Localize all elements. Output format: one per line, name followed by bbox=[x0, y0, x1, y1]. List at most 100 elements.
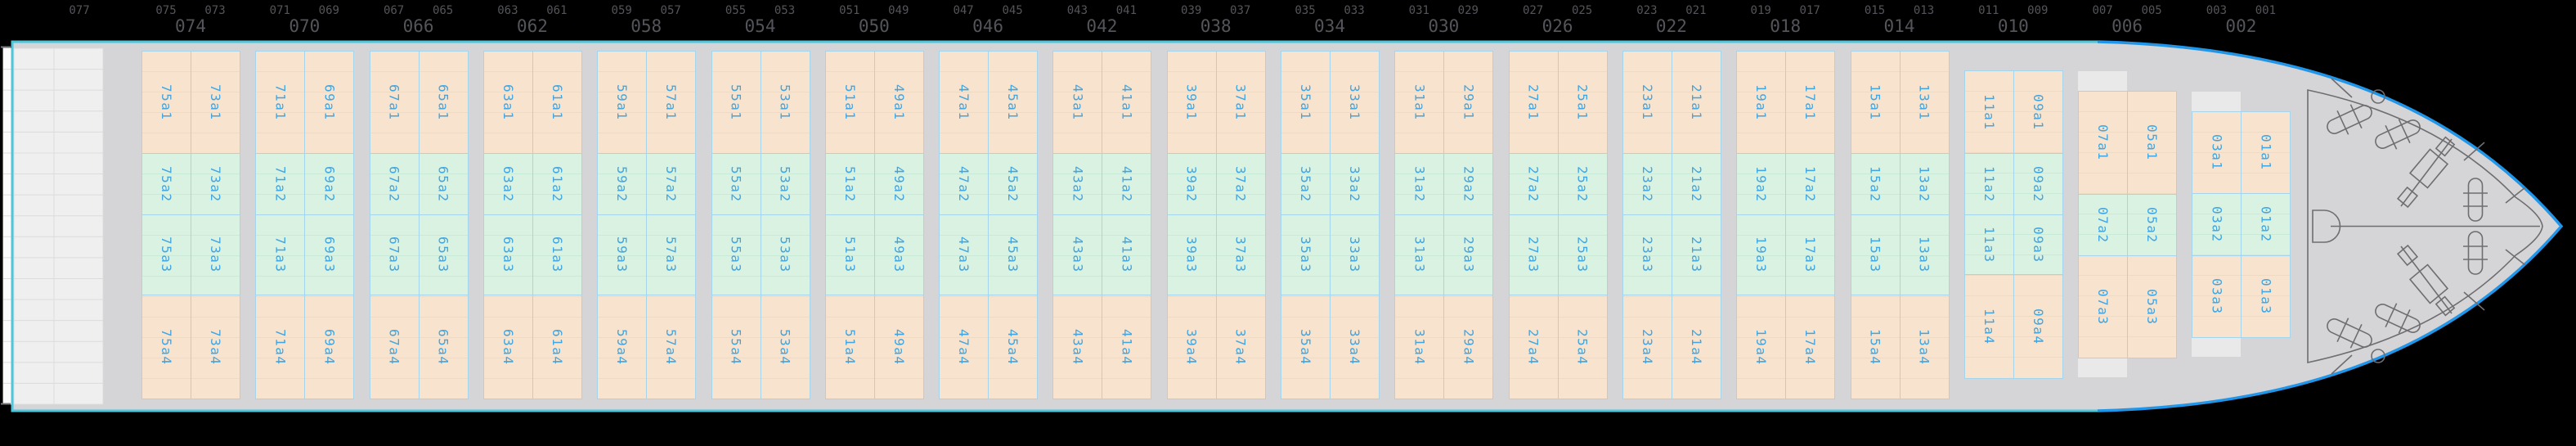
slot-69a4[interactable]: 69a4 bbox=[304, 295, 355, 399]
slot-47a1[interactable]: 47a1 bbox=[939, 51, 990, 154]
slot-71a3[interactable]: 71a3 bbox=[255, 214, 306, 295]
slot-57a2[interactable]: 57a2 bbox=[646, 153, 697, 215]
slot-11a4[interactable]: 11a4 bbox=[1963, 274, 2014, 379]
slot-23a3[interactable]: 23a3 bbox=[1622, 214, 1672, 295]
slot-37a2[interactable]: 37a2 bbox=[1215, 153, 1266, 215]
slot-53a4[interactable]: 53a4 bbox=[760, 295, 810, 399]
slot-69a1[interactable]: 69a1 bbox=[304, 51, 355, 154]
slot-35a3[interactable]: 35a3 bbox=[1281, 214, 1331, 295]
slot-21a2[interactable]: 21a2 bbox=[1671, 153, 1721, 215]
slot-05a2[interactable]: 05a2 bbox=[2127, 194, 2178, 256]
slot-51a2[interactable]: 51a2 bbox=[824, 153, 875, 215]
slot-27a3[interactable]: 27a3 bbox=[1508, 214, 1559, 295]
slot-35a2[interactable]: 35a2 bbox=[1281, 153, 1331, 215]
slot-25a3[interactable]: 25a3 bbox=[1557, 214, 1608, 295]
slot-71a1[interactable]: 71a1 bbox=[255, 51, 306, 154]
slot-21a4[interactable]: 21a4 bbox=[1671, 295, 1721, 399]
slot-41a4[interactable]: 41a4 bbox=[1102, 295, 1152, 399]
slot-31a4[interactable]: 31a4 bbox=[1394, 295, 1445, 399]
slot-65a4[interactable]: 65a4 bbox=[418, 295, 469, 399]
slot-55a2[interactable]: 55a2 bbox=[711, 153, 761, 215]
slot-19a1[interactable]: 19a1 bbox=[1736, 51, 1787, 154]
slot-61a2[interactable]: 61a2 bbox=[532, 153, 582, 215]
slot-73a3[interactable]: 73a3 bbox=[191, 214, 240, 295]
slot-15a2[interactable]: 15a2 bbox=[1850, 153, 1901, 215]
slot-59a3[interactable]: 59a3 bbox=[597, 214, 648, 295]
slot-47a4[interactable]: 47a4 bbox=[939, 295, 990, 399]
slot-75a1[interactable]: 75a1 bbox=[141, 51, 191, 154]
slot-31a3[interactable]: 31a3 bbox=[1394, 214, 1445, 295]
slot-59a2[interactable]: 59a2 bbox=[597, 153, 648, 215]
slot-19a2[interactable]: 19a2 bbox=[1736, 153, 1787, 215]
slot-05a1[interactable]: 05a1 bbox=[2127, 91, 2178, 195]
slot-59a4[interactable]: 59a4 bbox=[597, 295, 648, 399]
slot-11a1[interactable]: 11a1 bbox=[1963, 70, 2014, 154]
slot-69a2[interactable]: 69a2 bbox=[304, 153, 355, 215]
slot-67a4[interactable]: 67a4 bbox=[369, 295, 420, 399]
slot-39a2[interactable]: 39a2 bbox=[1166, 153, 1217, 215]
slot-29a2[interactable]: 29a2 bbox=[1443, 153, 1494, 215]
slot-53a2[interactable]: 53a2 bbox=[760, 153, 810, 215]
slot-19a4[interactable]: 19a4 bbox=[1736, 295, 1787, 399]
slot-57a3[interactable]: 57a3 bbox=[646, 214, 697, 295]
slot-53a1[interactable]: 53a1 bbox=[760, 51, 810, 154]
slot-03a1[interactable]: 03a1 bbox=[2192, 111, 2242, 194]
slot-33a2[interactable]: 33a2 bbox=[1330, 153, 1380, 215]
slot-13a3[interactable]: 13a3 bbox=[1899, 214, 1950, 295]
slot-65a2[interactable]: 65a2 bbox=[418, 153, 469, 215]
slot-63a1[interactable]: 63a1 bbox=[482, 51, 533, 154]
slot-75a2[interactable]: 75a2 bbox=[141, 153, 191, 215]
slot-03a2[interactable]: 03a2 bbox=[2192, 193, 2242, 256]
slot-57a4[interactable]: 57a4 bbox=[646, 295, 697, 399]
slot-01a3[interactable]: 01a3 bbox=[2241, 255, 2291, 338]
slot-43a3[interactable]: 43a3 bbox=[1052, 214, 1103, 295]
slot-11a3[interactable]: 11a3 bbox=[1963, 214, 2014, 275]
slot-41a2[interactable]: 41a2 bbox=[1102, 153, 1152, 215]
slot-23a4[interactable]: 23a4 bbox=[1622, 295, 1672, 399]
slot-13a1[interactable]: 13a1 bbox=[1899, 51, 1950, 154]
slot-33a3[interactable]: 33a3 bbox=[1330, 214, 1380, 295]
slot-31a1[interactable]: 31a1 bbox=[1394, 51, 1445, 154]
slot-33a4[interactable]: 33a4 bbox=[1330, 295, 1380, 399]
slot-37a3[interactable]: 37a3 bbox=[1215, 214, 1266, 295]
slot-65a3[interactable]: 65a3 bbox=[418, 214, 469, 295]
slot-37a4[interactable]: 37a4 bbox=[1215, 295, 1266, 399]
slot-21a3[interactable]: 21a3 bbox=[1671, 214, 1721, 295]
slot-43a1[interactable]: 43a1 bbox=[1052, 51, 1103, 154]
slot-71a2[interactable]: 71a2 bbox=[255, 153, 306, 215]
slot-51a1[interactable]: 51a1 bbox=[824, 51, 875, 154]
slot-17a4[interactable]: 17a4 bbox=[1785, 295, 1836, 399]
slot-49a4[interactable]: 49a4 bbox=[873, 295, 924, 399]
slot-01a2[interactable]: 01a2 bbox=[2241, 193, 2291, 256]
slot-49a3[interactable]: 49a3 bbox=[873, 214, 924, 295]
slot-71a4[interactable]: 71a4 bbox=[255, 295, 306, 399]
slot-27a4[interactable]: 27a4 bbox=[1508, 295, 1559, 399]
slot-09a1[interactable]: 09a1 bbox=[2013, 70, 2063, 154]
slot-35a1[interactable]: 35a1 bbox=[1281, 51, 1331, 154]
slot-17a2[interactable]: 17a2 bbox=[1785, 153, 1836, 215]
slot-13a2[interactable]: 13a2 bbox=[1899, 153, 1950, 215]
slot-25a2[interactable]: 25a2 bbox=[1557, 153, 1608, 215]
slot-17a1[interactable]: 17a1 bbox=[1785, 51, 1836, 154]
slot-43a2[interactable]: 43a2 bbox=[1052, 153, 1103, 215]
slot-63a2[interactable]: 63a2 bbox=[482, 153, 533, 215]
slot-57a1[interactable]: 57a1 bbox=[646, 51, 697, 154]
slot-59a1[interactable]: 59a1 bbox=[597, 51, 648, 154]
slot-09a2[interactable]: 09a2 bbox=[2013, 153, 2063, 215]
slot-15a3[interactable]: 15a3 bbox=[1850, 214, 1901, 295]
slot-61a4[interactable]: 61a4 bbox=[532, 295, 582, 399]
slot-35a4[interactable]: 35a4 bbox=[1281, 295, 1331, 399]
slot-09a4[interactable]: 09a4 bbox=[2013, 274, 2063, 379]
slot-23a2[interactable]: 23a2 bbox=[1622, 153, 1672, 215]
slot-47a2[interactable]: 47a2 bbox=[939, 153, 990, 215]
slot-05a3[interactable]: 05a3 bbox=[2127, 255, 2178, 358]
slot-55a4[interactable]: 55a4 bbox=[711, 295, 761, 399]
slot-17a3[interactable]: 17a3 bbox=[1785, 214, 1836, 295]
slot-45a1[interactable]: 45a1 bbox=[988, 51, 1039, 154]
slot-13a4[interactable]: 13a4 bbox=[1899, 295, 1950, 399]
slot-47a3[interactable]: 47a3 bbox=[939, 214, 990, 295]
slot-01a1[interactable]: 01a1 bbox=[2241, 111, 2291, 194]
slot-67a3[interactable]: 67a3 bbox=[369, 214, 420, 295]
slot-09a3[interactable]: 09a3 bbox=[2013, 214, 2063, 275]
slot-67a2[interactable]: 67a2 bbox=[369, 153, 420, 215]
